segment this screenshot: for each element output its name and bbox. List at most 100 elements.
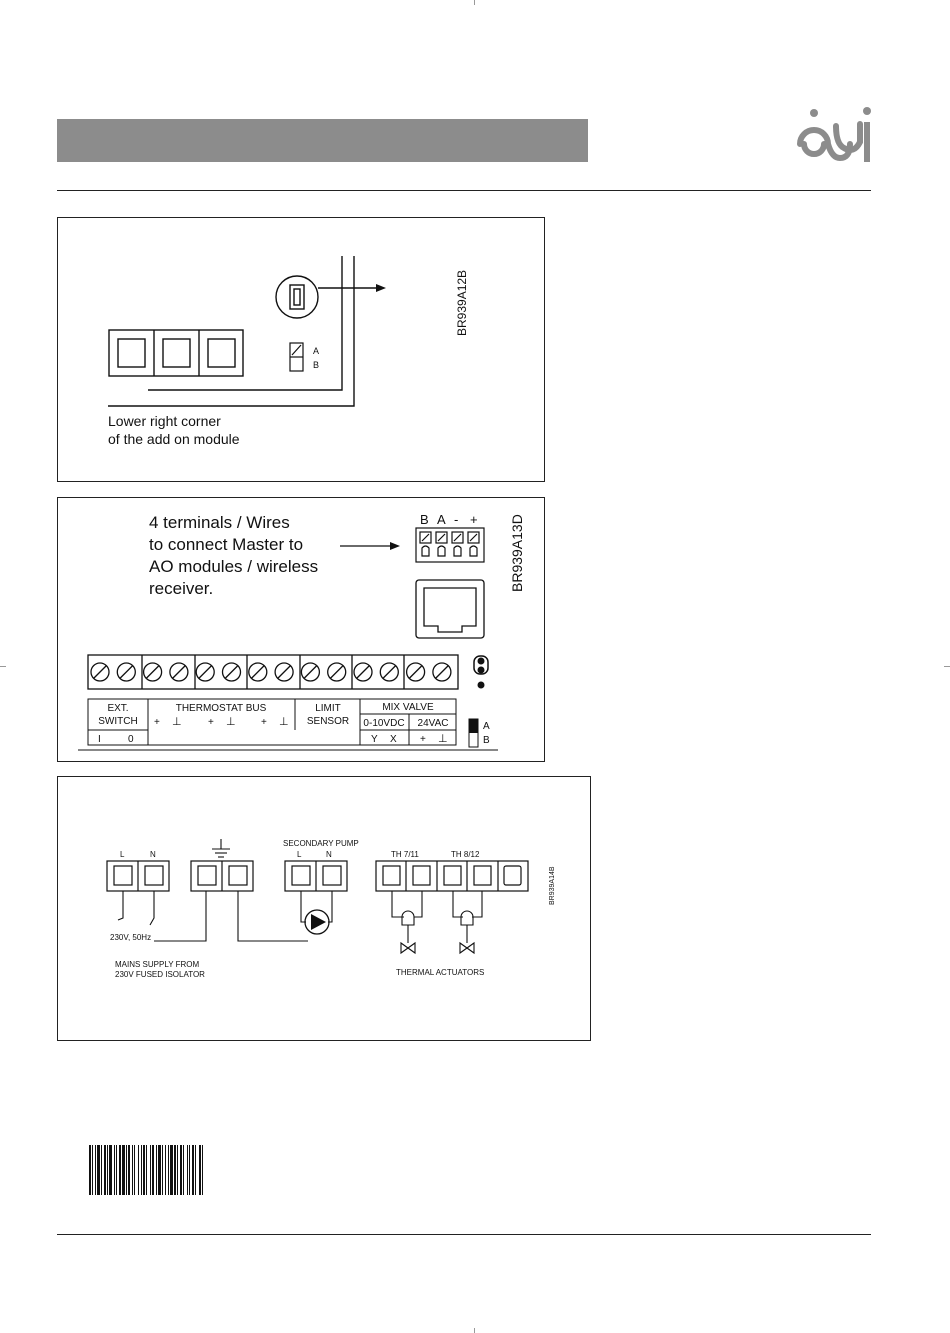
terminal-screw bbox=[142, 662, 163, 682]
diagram-reference: BR939A12B bbox=[455, 270, 469, 336]
ab-selector-switch bbox=[468, 718, 479, 748]
barcode-bar bbox=[146, 1145, 147, 1195]
terminal-screw bbox=[432, 662, 452, 682]
module-edge bbox=[108, 256, 355, 407]
terminal-label-b: B bbox=[420, 512, 429, 527]
footer-rule bbox=[57, 1234, 871, 1235]
brand-logo-icon bbox=[797, 107, 871, 162]
bus-pol-5: + bbox=[261, 717, 267, 728]
mix-term-x: X bbox=[390, 734, 397, 745]
jumper-pins-icon bbox=[473, 655, 489, 689]
rj-socket-icon bbox=[415, 579, 485, 639]
jumper-label-b: B bbox=[313, 360, 319, 370]
mix-24vac-label: 24VAC bbox=[418, 718, 449, 729]
terminal-label-a: A bbox=[437, 512, 446, 527]
barcode-bar bbox=[95, 1145, 96, 1195]
connector-contact bbox=[421, 545, 430, 557]
barcode-bar bbox=[158, 1145, 161, 1195]
mix-valve-label: MIX VALVE bbox=[382, 702, 434, 713]
barcode-bar bbox=[128, 1145, 130, 1195]
connector-contact bbox=[453, 545, 462, 557]
crop-mark bbox=[944, 666, 950, 667]
barcode-bar bbox=[132, 1145, 133, 1195]
caption-line-1: Lower right corner bbox=[108, 413, 221, 429]
ext-switch-label-1: EXT. bbox=[107, 703, 128, 714]
thermal-actuators-label: THERMAL ACTUATORS bbox=[396, 968, 484, 977]
mix-term-ground: ⊥ bbox=[438, 733, 448, 745]
selector-label-b: B bbox=[483, 735, 490, 746]
barcode-bar bbox=[141, 1145, 142, 1195]
barcode-bar bbox=[119, 1145, 121, 1195]
ext-switch-state-0: 0 bbox=[128, 734, 134, 745]
mains-l-label: L bbox=[120, 850, 125, 859]
mains-n-label: N bbox=[150, 850, 156, 859]
barcode-bar bbox=[97, 1145, 100, 1195]
connector-screw bbox=[467, 531, 480, 544]
terminal-screw bbox=[221, 662, 242, 682]
earth-icon bbox=[212, 839, 230, 858]
barcode-bar bbox=[116, 1145, 117, 1195]
barcode-bar bbox=[165, 1145, 166, 1195]
barcode-bar bbox=[104, 1145, 106, 1195]
barcode-bar bbox=[152, 1145, 154, 1195]
connector-contact bbox=[437, 545, 446, 557]
barcode-bar bbox=[101, 1145, 102, 1195]
terminal-screw bbox=[353, 662, 373, 682]
terminal-label-minus: - bbox=[454, 512, 458, 527]
barcode-bar bbox=[156, 1145, 157, 1195]
barcode-bar bbox=[170, 1145, 173, 1195]
ext-switch-label-2: SWITCH bbox=[98, 716, 137, 727]
barcode bbox=[89, 1145, 203, 1195]
supply-rating-label: 230V, 50Hz bbox=[110, 933, 151, 942]
barcode-bar bbox=[192, 1145, 194, 1195]
secondary-pump-label: SECONDARY PUMP bbox=[283, 839, 359, 848]
barcode-bar bbox=[150, 1145, 151, 1195]
mains-supply-line-2: 230V FUSED ISOLATOR bbox=[115, 970, 205, 979]
bus-pol-1: + bbox=[154, 717, 160, 728]
barcode-bar bbox=[177, 1145, 178, 1195]
connector-contact bbox=[469, 545, 478, 557]
th-812-label: TH 8/12 bbox=[451, 850, 480, 859]
barcode-bar bbox=[187, 1145, 188, 1195]
panel-module-corner: A B BR939A12B Lower right corner of the … bbox=[57, 217, 545, 482]
selector-label-a: A bbox=[483, 721, 490, 732]
barcode-bar bbox=[195, 1145, 196, 1195]
terminal-screw bbox=[300, 662, 321, 682]
barcode-bar bbox=[126, 1145, 127, 1195]
crop-mark bbox=[0, 666, 6, 667]
mix-term-y: Y bbox=[371, 734, 378, 745]
pump-icon bbox=[304, 909, 330, 935]
jumper-ab-icon bbox=[289, 342, 304, 372]
crop-mark bbox=[474, 1328, 475, 1333]
jumper-label-a: A bbox=[313, 346, 319, 356]
limit-sensor-label-1: LIMIT bbox=[315, 703, 341, 714]
note-line-1: 4 terminals / Wires bbox=[149, 513, 290, 532]
connector-screw bbox=[435, 531, 448, 544]
header-bar bbox=[57, 119, 588, 162]
terminal-screw bbox=[169, 662, 189, 682]
terminal-label-plus: + bbox=[470, 512, 478, 527]
panel-wiring: L N SECONDARY PUMP L N TH 7/11 TH 8/12 2… bbox=[57, 776, 591, 1041]
note-line-3: AO modules / wireless bbox=[149, 557, 318, 576]
th-711-label: TH 7/11 bbox=[391, 850, 419, 859]
mains-supply-line-1: MAINS SUPPLY FROM bbox=[115, 960, 200, 969]
thermal-actuator-icon bbox=[400, 910, 416, 955]
terminal-screw bbox=[274, 662, 294, 682]
arrow-icon bbox=[390, 542, 400, 550]
terminal-block bbox=[108, 329, 244, 377]
mix-0-10vdc-label: 0-10VDC bbox=[363, 718, 404, 729]
bus-pol-3: + bbox=[208, 717, 214, 728]
note-line-4: receiver. bbox=[149, 579, 213, 598]
barcode-bar bbox=[107, 1145, 108, 1195]
barcode-bar bbox=[162, 1145, 163, 1195]
barcode-bar bbox=[134, 1145, 135, 1195]
bus-pol-6: ⊥ bbox=[279, 716, 289, 728]
crop-mark bbox=[474, 0, 475, 5]
bus-pol-2: ⊥ bbox=[172, 716, 182, 728]
barcode-bar bbox=[89, 1145, 91, 1195]
terminal-screw bbox=[379, 662, 399, 682]
mix-term-plus: + bbox=[420, 734, 426, 745]
pump-n-label: N bbox=[326, 850, 332, 859]
diagram-reference: BR939A14B bbox=[549, 866, 556, 905]
terminal-screw bbox=[90, 662, 110, 682]
